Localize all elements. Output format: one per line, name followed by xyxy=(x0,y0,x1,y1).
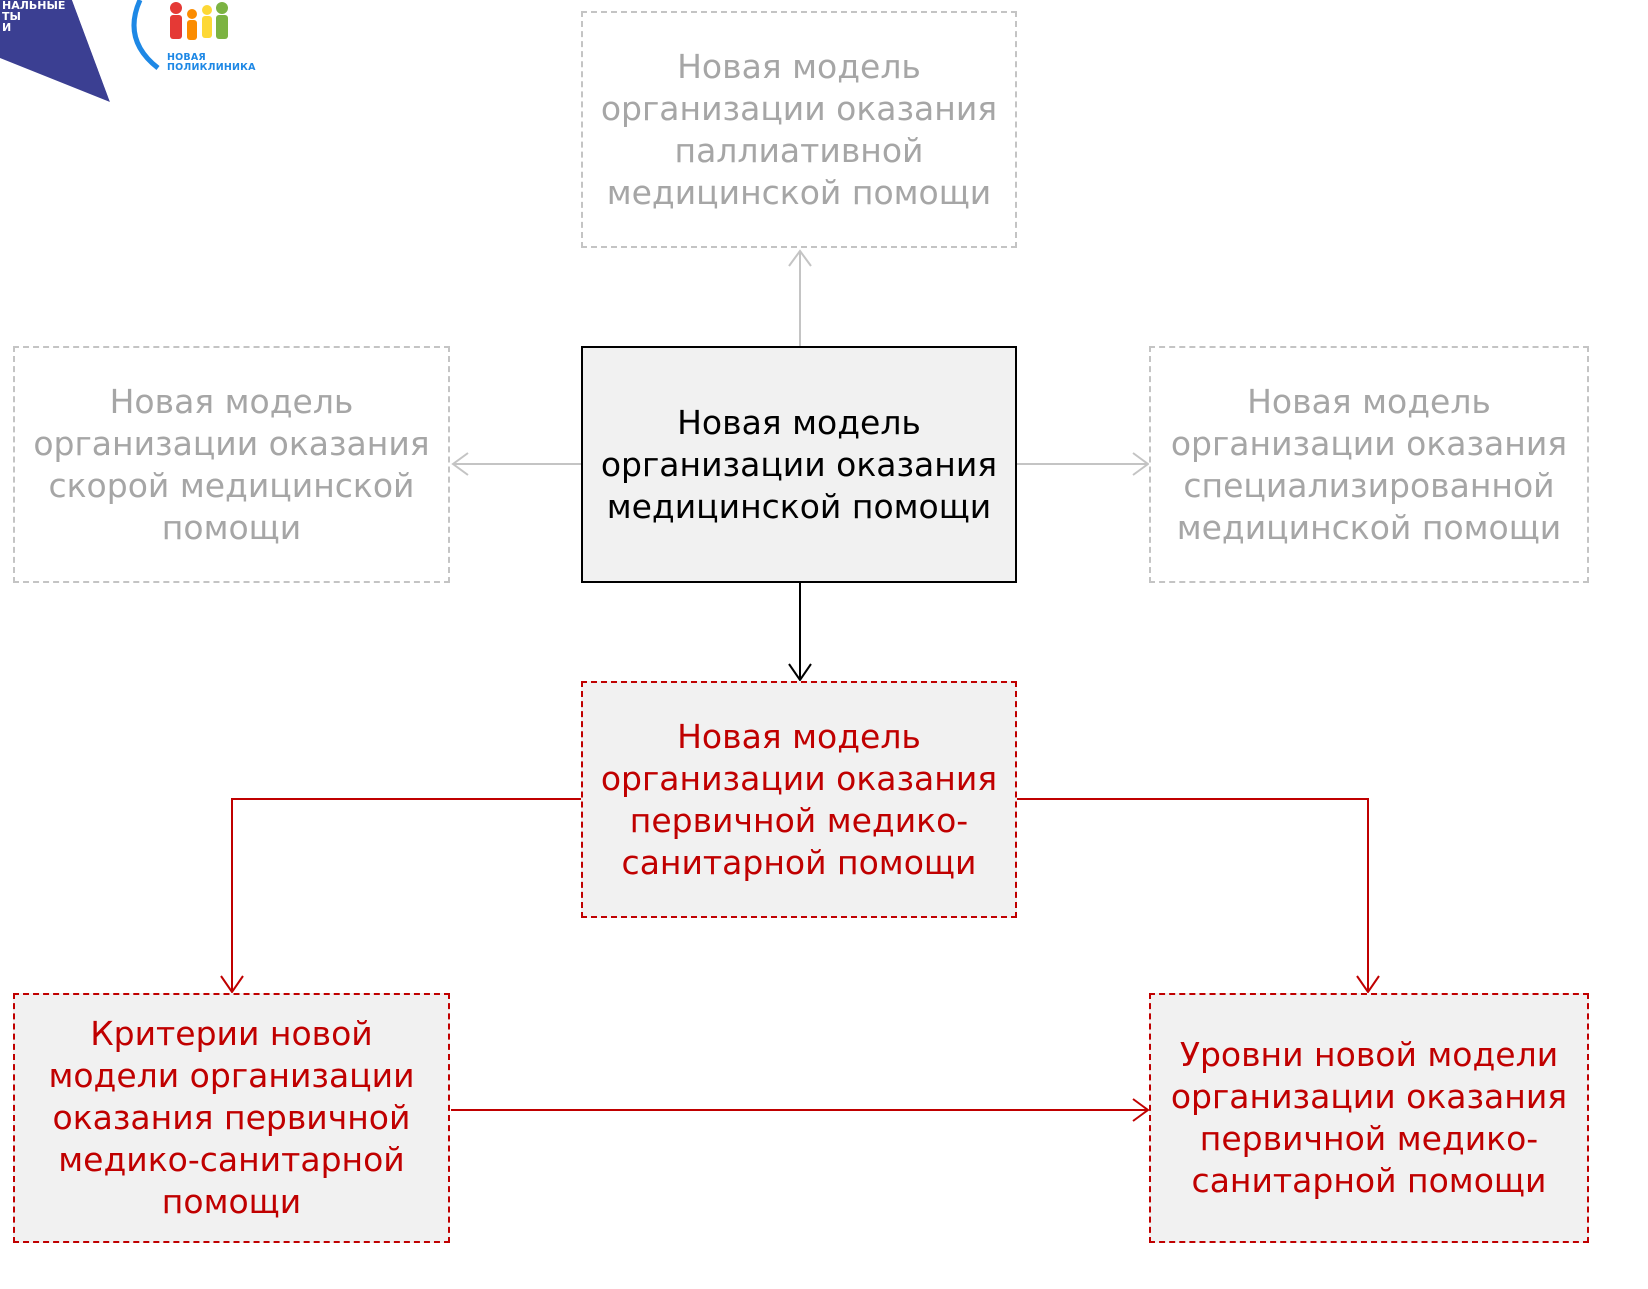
node-palliative-care: Новая модель организации оказания паллиа… xyxy=(581,11,1017,248)
node-primary-care-levels-label: Уровни новой модели организации оказания… xyxy=(1170,1035,1568,1200)
node-specialized-care-label: Новая модель организации оказания специа… xyxy=(1170,381,1568,547)
node-primary-care-criteria: Критерии новой модели организации оказан… xyxy=(13,993,450,1243)
arrowhead-palliative xyxy=(788,249,812,267)
new-clinic-text: НОВАЯ ПОЛИКЛИНИКА xyxy=(167,52,256,73)
node-palliative-care-label: Новая модель организации оказания паллиа… xyxy=(600,46,998,212)
arrowhead-emergency xyxy=(451,452,469,476)
national-projects-logo xyxy=(0,0,116,102)
node-emergency-care: Новая модель организации оказания скорой… xyxy=(13,346,450,583)
national-projects-text: НАЛЬНЫЕ ТЫ И xyxy=(2,0,66,34)
node-emergency-care-label: Новая модель организации оказания скорой… xyxy=(33,381,430,547)
arrowhead-primary xyxy=(788,663,812,682)
node-primary-care-criteria-label: Критерии новой модели организации оказан… xyxy=(48,1014,415,1221)
arrowhead-levels xyxy=(1356,975,1380,994)
logos-area: НАЛЬНЫЕ ТЫ И НОВАЯ ПОЛИКЛИНИКА xyxy=(0,0,270,110)
edge-primary-to-criteria xyxy=(231,798,581,992)
node-primary-care-label: Новая модель организации оказания первич… xyxy=(600,716,998,882)
arrowhead-criteria xyxy=(220,975,244,994)
arrowhead-criteria-to-levels xyxy=(1132,1098,1150,1122)
node-medical-care-model: Новая модель организации оказания медици… xyxy=(581,346,1017,583)
edge-primary-to-levels xyxy=(1017,798,1369,992)
node-specialized-care: Новая модель организации оказания специа… xyxy=(1149,346,1589,583)
node-primary-care: Новая модель организации оказания первич… xyxy=(581,681,1017,918)
node-primary-care-levels: Уровни новой модели организации оказания… xyxy=(1149,993,1589,1243)
new-clinic-logo xyxy=(131,0,228,70)
node-medical-care-model-label: Новая модель организации оказания медици… xyxy=(600,402,998,526)
arrowhead-specialized xyxy=(1132,452,1150,476)
